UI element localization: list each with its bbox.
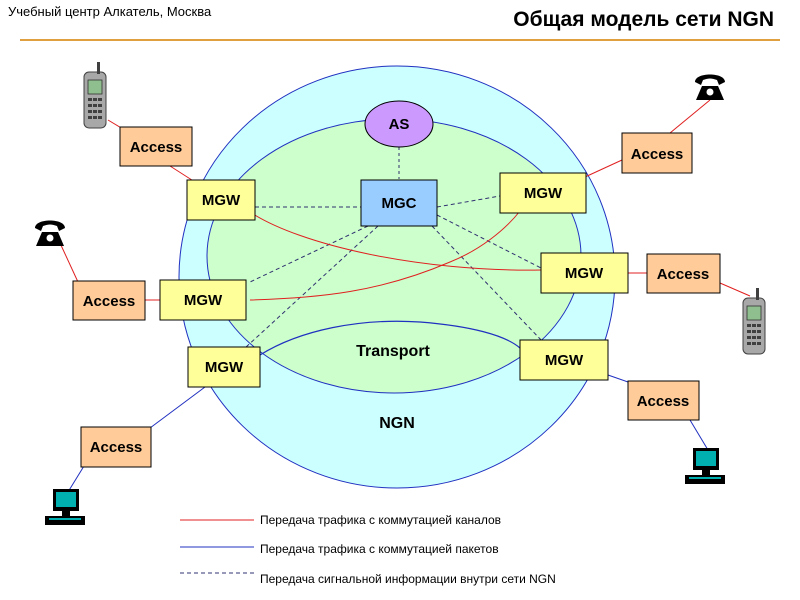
access-label-left: Access <box>83 293 136 310</box>
mgw-label-top-left: MGW <box>202 192 241 209</box>
access-node-bottom-right <box>627 380 700 421</box>
mgw-node-right <box>540 252 629 294</box>
access-label-top-left: Access <box>130 139 183 156</box>
link-mgw-access-bottom-left <box>149 386 206 429</box>
header-left-text: Учебный центр Алкатель, Москва <box>8 4 212 19</box>
link-access-computer-bottom-right <box>689 419 709 451</box>
link-access-mobile-right <box>719 282 751 297</box>
access-node-top-right <box>621 132 693 174</box>
link-phone-access-top-right <box>669 99 711 134</box>
mgw-node-top-right <box>499 172 587 214</box>
circuit-traffic-paths <box>249 210 542 301</box>
legend-signal-label: Передача сигнальной информации внутри се… <box>260 572 556 586</box>
mgc-label: MGC <box>382 195 417 212</box>
mgw-node-top-left <box>186 179 256 221</box>
access-label-bottom-right: Access <box>637 393 690 410</box>
mgw-label-right: MGW <box>565 265 604 282</box>
mobile-phone-icon <box>742 287 766 355</box>
mgw-label-bottom-right: MGW <box>545 352 584 369</box>
access-label-bottom-left: Access <box>90 439 143 456</box>
access-node-left <box>72 280 146 321</box>
mobile-phone-icon <box>83 61 107 129</box>
packet-traffic-path <box>259 320 521 356</box>
access-node-right <box>646 253 721 294</box>
link-access-mgw-top-right <box>584 159 623 178</box>
mgc-node <box>360 179 438 227</box>
ngn-label: NGN <box>379 415 415 432</box>
legend-packet-label: Передача трафика с коммутацией пакетов <box>260 542 499 556</box>
access-node-top-left <box>119 126 193 167</box>
link-access-mgw-top-left <box>169 165 196 183</box>
mgw-label-bottom-left: MGW <box>205 359 244 376</box>
legend-circuit-label: Передача трафика с коммутацией каналов <box>260 513 501 527</box>
mgw-label-top-right: MGW <box>524 185 563 202</box>
access-node-bottom-left <box>80 426 152 468</box>
link-phone-access-left <box>59 242 79 283</box>
transport-label: Transport <box>356 343 430 360</box>
page-title: Общая модель сети NGN <box>513 8 774 31</box>
mgw-label-left: MGW <box>184 292 223 309</box>
link-mgw-access-bottom-right <box>607 374 629 383</box>
signalling-links <box>244 195 544 349</box>
telephone-icon <box>695 74 725 100</box>
computer-icon <box>685 448 725 484</box>
link-access-computer-bottom-left <box>67 465 85 493</box>
as-node <box>364 100 434 148</box>
as-label: AS <box>389 116 410 133</box>
mgw-node-bottom-left <box>187 346 261 388</box>
telephone-icon <box>35 220 65 246</box>
header-divider <box>20 39 780 41</box>
access-label-top-right: Access <box>631 146 684 163</box>
mgw-node-bottom-right <box>519 339 609 381</box>
access-label-right: Access <box>657 266 710 283</box>
computer-icon <box>45 489 85 525</box>
mgw-node-left <box>159 279 247 321</box>
